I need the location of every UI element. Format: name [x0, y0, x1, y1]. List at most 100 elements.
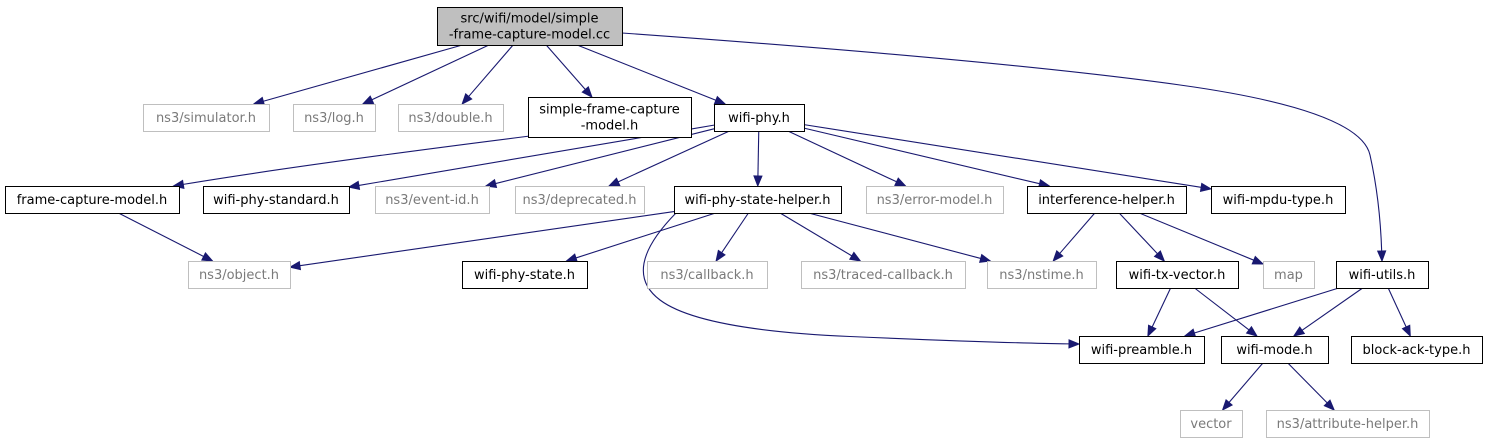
- edge-line: [263, 44, 463, 102]
- node-label: wifi-mode.h: [1236, 343, 1312, 358]
- node-label: interference-helper.h: [1038, 193, 1175, 208]
- node-label: wifi-phy-state.h: [474, 268, 575, 283]
- node-txvector[interactable]: wifi-tx-vector.h: [1116, 261, 1239, 289]
- edges-layer: [118, 32, 1411, 412]
- edge-line: [1228, 362, 1264, 403]
- arrowhead-icon: [1052, 249, 1064, 263]
- nodes-layer: src/wifi/model/simple-frame-capture-mode…: [5, 7, 1483, 438]
- edge-psh-to-phystate: [565, 212, 716, 263]
- node-box: [5, 186, 180, 214]
- node-label: wifi-tx-vector.h: [1129, 268, 1226, 283]
- arrowhead-icon: [201, 252, 214, 262]
- node-blockack[interactable]: block-ack-type.h: [1351, 336, 1483, 364]
- arrowhead-icon: [753, 175, 763, 188]
- node-sfcm[interactable]: simple-frame-capture-model.h: [528, 97, 692, 138]
- node-box: [1351, 336, 1483, 364]
- node-psh[interactable]: wifi-phy-state-helper.h: [674, 186, 842, 214]
- node-root[interactable]: src/wifi/model/simple-frame-capture-mode…: [437, 7, 623, 46]
- edge-line: [757, 130, 760, 177]
- node-mpdu[interactable]: wifi-mpdu-type.h: [1211, 186, 1346, 214]
- node-wifiphy[interactable]: wifi-phy.h: [714, 104, 805, 132]
- edge-line: [575, 212, 716, 259]
- node-box: [647, 261, 768, 289]
- node-box: [1221, 336, 1329, 364]
- node-map: map: [1263, 261, 1315, 289]
- node-box: [1266, 410, 1430, 438]
- edge-line: [576, 44, 717, 101]
- node-box: [398, 104, 504, 132]
- node-interference[interactable]: interference-helper.h: [1027, 186, 1187, 214]
- edge-line: [1301, 287, 1363, 331]
- edge-line: [621, 32, 1383, 252]
- arrowhead-icon: [484, 178, 498, 189]
- node-label: wifi-phy-standard.h: [213, 193, 339, 208]
- node-mode[interactable]: wifi-mode.h: [1221, 336, 1329, 364]
- arrowhead-icon: [607, 177, 621, 187]
- node-box: [375, 186, 490, 214]
- arrowhead-icon: [1147, 324, 1157, 338]
- node-standard[interactable]: wifi-phy-standard.h: [203, 186, 350, 214]
- node-label: -model.h: [581, 119, 639, 134]
- edge-fcm-to-object: [118, 212, 214, 262]
- edge-mode-to-vector: [1221, 362, 1264, 412]
- edge-line: [468, 44, 514, 97]
- edge-utils-to-mode: [1292, 287, 1363, 337]
- edge-utils-to-preamble: [1183, 287, 1339, 338]
- edge-line: [1387, 287, 1407, 328]
- arrowhead-icon: [713, 95, 727, 105]
- node-box: [1336, 261, 1429, 289]
- edge-interference-to-txvector: [1118, 212, 1166, 262]
- node-box: [1211, 186, 1346, 214]
- node-label: ns3/nstime.h: [999, 268, 1083, 283]
- node-box: [987, 261, 1097, 289]
- edge-line: [1139, 212, 1254, 261]
- edge-line: [118, 212, 204, 257]
- node-box: [866, 186, 1004, 214]
- node-box: [1180, 410, 1243, 438]
- edge-line: [1287, 362, 1328, 404]
- arrowhead-icon: [1199, 182, 1213, 192]
- node-label: wifi-preamble.h: [1091, 343, 1192, 358]
- edge-line: [779, 212, 853, 257]
- arrowhead-icon: [581, 85, 593, 99]
- edge-line: [183, 135, 531, 185]
- node-fcm[interactable]: frame-capture-model.h: [5, 186, 180, 214]
- edge-line: [721, 212, 749, 254]
- edge-psh-to-callback: [715, 212, 749, 263]
- edge-interference-to-nstime: [1052, 212, 1096, 263]
- arrowhead-icon: [252, 96, 266, 106]
- edge-root-to-simulator: [252, 44, 463, 106]
- edge-interference-to-map: [1139, 212, 1265, 265]
- edge-line: [803, 127, 1040, 185]
- arrowhead-icon: [1245, 325, 1259, 337]
- node-double: ns3/double.h: [398, 104, 504, 132]
- node-label: map: [1274, 268, 1303, 283]
- edge-line: [371, 44, 490, 101]
- edge-wifiphy-to-mpdu: [803, 124, 1213, 192]
- edge-line: [787, 130, 897, 183]
- node-phystate[interactable]: wifi-phy-state.h: [462, 261, 588, 289]
- edge-wifiphy-to-psh: [753, 130, 763, 188]
- node-nstime: ns3/nstime.h: [987, 261, 1097, 289]
- edge-root-to-log: [361, 44, 490, 105]
- arrowhead-icon: [1292, 326, 1306, 337]
- node-label: -frame-capture-model.cc: [449, 28, 610, 43]
- arrowhead-icon: [1153, 250, 1166, 262]
- node-box: [188, 261, 291, 289]
- node-box: [1027, 186, 1187, 214]
- node-simulator: ns3/simulator.h: [143, 104, 270, 132]
- node-label: ns3/log.h: [304, 111, 364, 126]
- node-box: [1079, 336, 1205, 364]
- arrowhead-icon: [1221, 398, 1234, 412]
- edge-root-to-sfcm: [545, 44, 593, 99]
- edge-line: [1059, 212, 1096, 254]
- node-label: vector: [1190, 417, 1232, 432]
- node-box: [674, 186, 842, 214]
- node-box: [1263, 261, 1315, 289]
- node-utils[interactable]: wifi-utils.h: [1336, 261, 1429, 289]
- node-box: [293, 104, 376, 132]
- node-label: src/wifi/model/simple: [461, 12, 599, 27]
- node-preamble[interactable]: wifi-preamble.h: [1079, 336, 1205, 364]
- edge-psh-to-object: [288, 211, 675, 271]
- edge-utils-to-blockack: [1387, 287, 1411, 338]
